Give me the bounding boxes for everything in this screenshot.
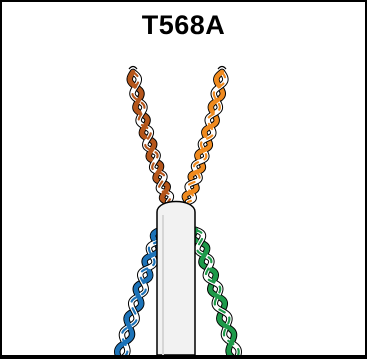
blue-white-wire-stripe bbox=[120, 228, 164, 355]
cable-jacket bbox=[156, 200, 196, 355]
blue-wire-front-segment bbox=[143, 255, 149, 261]
diagram-title: T568A bbox=[141, 10, 226, 40]
green-wire-front-segment bbox=[211, 277, 217, 284]
orange-pair bbox=[181, 65, 229, 206]
orange-white-wire-stripe bbox=[186, 70, 227, 204]
green-pair bbox=[189, 226, 242, 355]
brown-wire-front-segment bbox=[147, 156, 154, 162]
orange-wire-front-segment bbox=[209, 108, 215, 115]
orange-wire-tip bbox=[217, 65, 227, 70]
brown-wire-front-segment bbox=[153, 177, 160, 183]
brown-wire-front-segment bbox=[136, 109, 142, 116]
blue-wire-front-segment bbox=[127, 324, 133, 331]
cable-diagram bbox=[114, 65, 242, 355]
green-wire-front-segment bbox=[225, 324, 231, 330]
brown-wire-tip bbox=[128, 65, 138, 70]
orange-wire-front-segment bbox=[216, 82, 222, 89]
green-wire-front-segment bbox=[227, 352, 233, 355]
blue-wire-front-segment bbox=[141, 278, 148, 284]
green-white-wire-stripe bbox=[194, 228, 240, 355]
brown-pair bbox=[126, 65, 175, 206]
brown-wire-front-segment bbox=[131, 83, 138, 89]
brown-white-wire-stripe bbox=[131, 70, 172, 204]
blue-pair bbox=[114, 226, 167, 355]
brown-wire-front-segment bbox=[141, 134, 148, 140]
